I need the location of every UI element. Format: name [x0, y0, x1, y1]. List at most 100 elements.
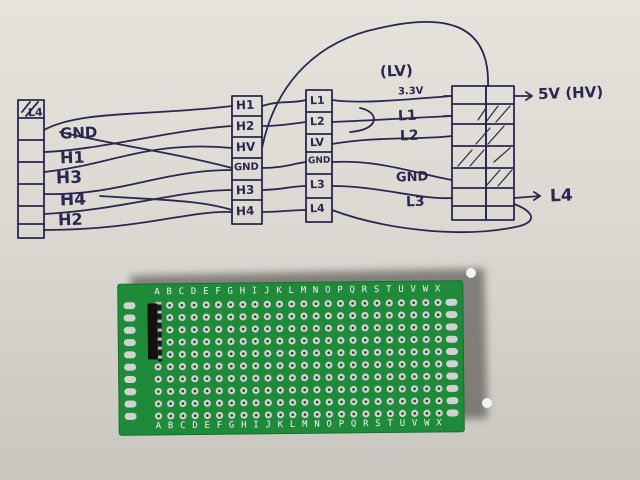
column-letter: O — [325, 285, 331, 296]
drill-hole — [363, 338, 367, 342]
drill-hole — [230, 414, 234, 417]
column-letter: N — [314, 419, 320, 430]
drill-hole — [376, 387, 380, 391]
column-letter: B — [167, 421, 174, 432]
drill-hole — [229, 303, 232, 306]
drill-hole — [315, 339, 318, 342]
drill-hole — [424, 301, 428, 304]
drill-hole — [400, 301, 403, 305]
drill-hole — [425, 362, 428, 366]
drill-hole — [242, 364, 245, 368]
column-letter: P — [338, 419, 345, 430]
column-letter: G — [228, 420, 235, 431]
drill-hole — [400, 350, 404, 354]
drill-hole — [193, 340, 196, 344]
drill-hole — [437, 350, 440, 353]
drill-hole — [413, 399, 416, 403]
drill-hole — [388, 326, 391, 329]
middle-pin-6: H4 — [235, 203, 255, 219]
column-letter: S — [375, 419, 381, 430]
middle-pin-5: H3 — [235, 182, 255, 198]
drill-hole — [352, 388, 355, 391]
drill-hole — [169, 377, 172, 381]
right-pin-1: L1 — [309, 93, 325, 108]
drill-hole — [425, 399, 429, 403]
drill-hole — [217, 377, 221, 380]
drill-hole — [267, 413, 270, 417]
drill-hole — [376, 400, 380, 403]
drill-hole — [205, 315, 208, 319]
module-hatching — [457, 105, 513, 187]
drill-hole — [425, 387, 429, 390]
column-letter: N — [312, 285, 319, 296]
right-pin-6: L4 — [309, 201, 325, 216]
drill-hole — [168, 316, 172, 319]
left-edge-pad — [124, 400, 137, 408]
drill-hole — [326, 302, 330, 305]
drill-hole — [193, 377, 197, 381]
drill-hole — [375, 314, 379, 317]
drill-hole — [436, 301, 440, 304]
drill-hole — [412, 338, 416, 341]
drill-hole — [169, 414, 173, 418]
drill-hole — [181, 365, 184, 368]
drill-hole — [413, 387, 416, 391]
right-edge-pad — [446, 360, 459, 368]
wires-middle-to-right — [261, 20, 489, 213]
drill-hole — [266, 401, 270, 404]
drill-hole — [303, 364, 306, 367]
drill-hole — [290, 302, 293, 306]
column-letter: K — [276, 286, 282, 297]
drill-hole — [278, 302, 281, 306]
drill-hole — [303, 351, 306, 355]
drill-hole — [412, 350, 416, 354]
drill-hole — [363, 326, 367, 330]
drill-hole — [315, 388, 319, 392]
middle-connector-box — [231, 95, 263, 225]
drill-hole — [437, 411, 441, 415]
drill-hole — [364, 412, 368, 416]
drill-hole — [303, 388, 307, 392]
right-pin-3: LV — [309, 135, 325, 150]
left-edge-pad — [123, 326, 136, 334]
drill-hole — [180, 316, 184, 319]
right-pin-4: GND — [307, 155, 331, 167]
left-pin-2: H1 — [59, 147, 85, 168]
drill-hole — [266, 315, 269, 318]
left-edge-pad — [123, 351, 136, 359]
module-label-l2: L2 — [399, 127, 419, 145]
drill-hole — [315, 400, 319, 404]
drill-hole — [181, 377, 184, 381]
drill-hole — [436, 325, 440, 329]
middle-pin-4: GND — [233, 161, 260, 174]
drill-hole — [363, 314, 367, 317]
module-right-column — [485, 85, 515, 221]
drill-hole — [157, 414, 160, 418]
drill-hole — [327, 388, 331, 392]
column-letter: L — [289, 419, 296, 431]
drill-hole — [168, 365, 172, 369]
drill-hole — [230, 377, 233, 380]
drill-hole — [351, 338, 355, 342]
drill-hole — [205, 389, 209, 393]
drill-hole — [169, 402, 172, 405]
right-edge-pad — [446, 409, 459, 417]
drill-hole — [290, 339, 294, 343]
column-letter: E — [203, 286, 209, 297]
column-letter: A — [154, 287, 160, 298]
drill-hole — [266, 376, 270, 380]
drill-hole — [388, 375, 392, 379]
drill-hole — [375, 326, 379, 329]
module-label-33v: 3.3V — [397, 85, 424, 98]
drill-hole — [181, 353, 184, 356]
left-pin-4: H4 — [59, 189, 87, 211]
drill-hole — [205, 340, 208, 344]
drill-hole — [387, 301, 391, 305]
drill-hole — [351, 326, 355, 330]
drill-hole — [193, 402, 197, 405]
column-letter: F — [215, 286, 221, 297]
drill-hole — [339, 363, 343, 367]
drill-hole — [229, 327, 233, 331]
drill-hole — [352, 412, 356, 416]
